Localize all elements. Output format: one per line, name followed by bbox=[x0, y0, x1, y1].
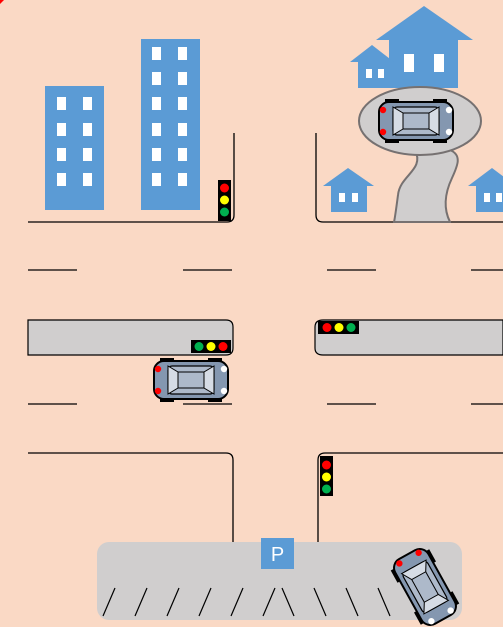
parking-lot bbox=[97, 542, 462, 620]
tall-building-left bbox=[45, 86, 104, 210]
traffic-light-middle-left bbox=[191, 340, 231, 353]
parking-sign-label: P bbox=[271, 544, 284, 566]
median-right bbox=[314, 319, 503, 356]
traffic-light-bottom bbox=[320, 456, 333, 496]
tall-building-right bbox=[141, 39, 200, 210]
curb-top-right bbox=[315, 133, 503, 223]
house-small-left bbox=[323, 168, 374, 212]
car-middle-left bbox=[153, 357, 229, 403]
house-small-right bbox=[468, 168, 503, 212]
corner-mark bbox=[0, 0, 4, 4]
house-large bbox=[376, 6, 473, 88]
house-small-top bbox=[350, 45, 394, 88]
curb-top-left bbox=[28, 133, 235, 223]
traffic-light-top-left bbox=[218, 180, 231, 221]
curb-bottom-left bbox=[28, 452, 234, 545]
traffic-light-middle-right bbox=[318, 321, 359, 334]
parking-sign-icon: P bbox=[261, 538, 294, 569]
road-edges bbox=[28, 133, 503, 545]
parking-stall-lines bbox=[102, 587, 391, 617]
car-top-right bbox=[378, 98, 454, 144]
lane-markings bbox=[28, 269, 503, 405]
median-left bbox=[27, 319, 234, 356]
curb-bottom-right bbox=[317, 452, 503, 545]
